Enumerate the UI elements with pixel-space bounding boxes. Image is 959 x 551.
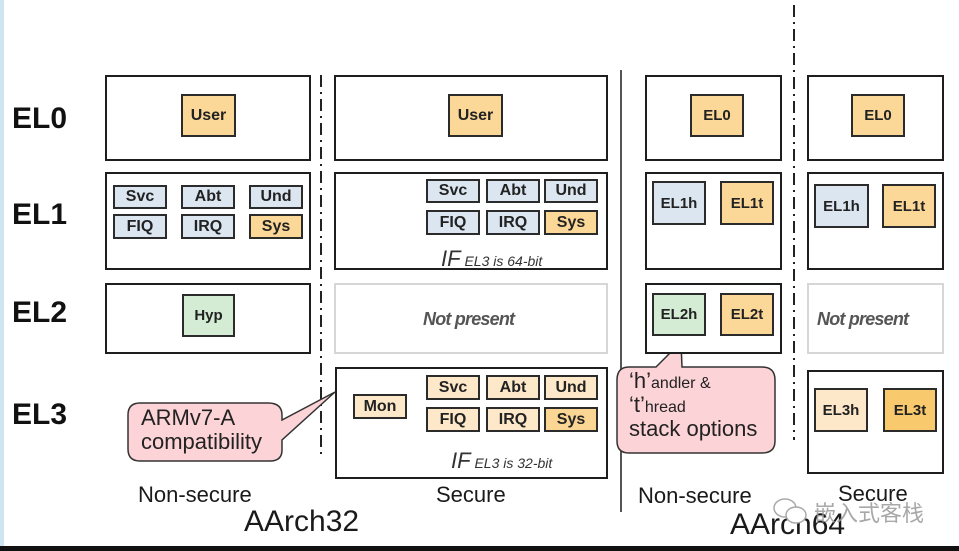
- mode-el1t: EL1t: [720, 181, 774, 225]
- mode-sys-el3: Sys: [544, 407, 598, 432]
- aarch32-s-el2-box: [334, 283, 608, 354]
- aarch32-non-secure-label: Non-secure: [138, 482, 252, 507]
- mode-svc-el3: Svc: [426, 375, 480, 400]
- mode-el2t: EL2t: [720, 293, 774, 336]
- mode-el3h: EL3h: [814, 388, 868, 432]
- mode-fiq-el3: FIQ: [426, 407, 480, 432]
- stack-callout-text: ‘h’andler & ‘t’hread stack options: [629, 368, 758, 441]
- mode-user: User: [181, 94, 236, 137]
- mode-und-secure: Und: [544, 179, 598, 203]
- mode-fiq-secure: FIQ: [426, 210, 480, 235]
- mode-sys: Sys: [249, 214, 303, 239]
- aarch32-secure-label: Secure: [436, 482, 506, 507]
- el3-condition-note: IF EL3 is 32-bit: [451, 448, 553, 473]
- mode-abt-secure: Abt: [486, 179, 540, 203]
- aarch64-s-el2-box: [807, 283, 944, 354]
- aarch32-title: AArch32: [244, 505, 360, 538]
- stack-callout-shape: [616, 340, 776, 454]
- el1-condition-note: IF EL3 is 64-bit: [441, 246, 543, 271]
- mode-el3t: EL3t: [883, 388, 937, 432]
- compat-callout-shape: [127, 391, 336, 462]
- mode-svc: Svc: [113, 185, 167, 209]
- mode-sys-secure: Sys: [544, 210, 598, 235]
- bottom-edge-bar: [0, 546, 959, 551]
- mode-abt-el3: Abt: [486, 375, 540, 400]
- mode-irq-secure: IRQ: [486, 210, 540, 235]
- wechat-icon: [773, 498, 807, 524]
- mode-abt: Abt: [181, 185, 235, 209]
- el2-not-present-text: Not present: [423, 309, 515, 329]
- el0-label: EL0: [12, 102, 68, 135]
- mode-und-el3: Und: [544, 375, 598, 400]
- aarch64-secure-label: Secure: [838, 481, 908, 506]
- el3-label: EL3: [12, 398, 68, 431]
- watermark-text: 嵌入式客栈: [814, 501, 925, 526]
- mode-user-secure: User: [448, 94, 503, 137]
- mode-irq-el3: IRQ: [486, 407, 540, 432]
- mode-el1t-secure: EL1t: [882, 184, 936, 228]
- mode-el1h-secure: EL1h: [814, 184, 869, 228]
- mode-irq: IRQ: [181, 214, 235, 239]
- mode-el2h: EL2h: [652, 293, 706, 336]
- mode-hyp: Hyp: [182, 294, 235, 337]
- mode-und: Und: [249, 185, 303, 209]
- mode-mon: Mon: [353, 394, 407, 419]
- mode-el1h: EL1h: [652, 181, 706, 225]
- aarch64-non-secure-label: Non-secure: [638, 483, 752, 508]
- mode-fiq: FIQ: [113, 214, 167, 239]
- mode-svc-secure: Svc: [426, 179, 480, 203]
- el1-label: EL1: [12, 198, 68, 231]
- el2-label: EL2: [12, 296, 68, 329]
- mode-el0-secure: EL0: [851, 94, 905, 137]
- compat-callout-text: ARMv7-A compatibility: [141, 405, 263, 455]
- el2-not-present-text-64: Not present: [817, 309, 909, 329]
- left-edge-bar: [0, 0, 4, 551]
- mode-el0: EL0: [690, 94, 744, 137]
